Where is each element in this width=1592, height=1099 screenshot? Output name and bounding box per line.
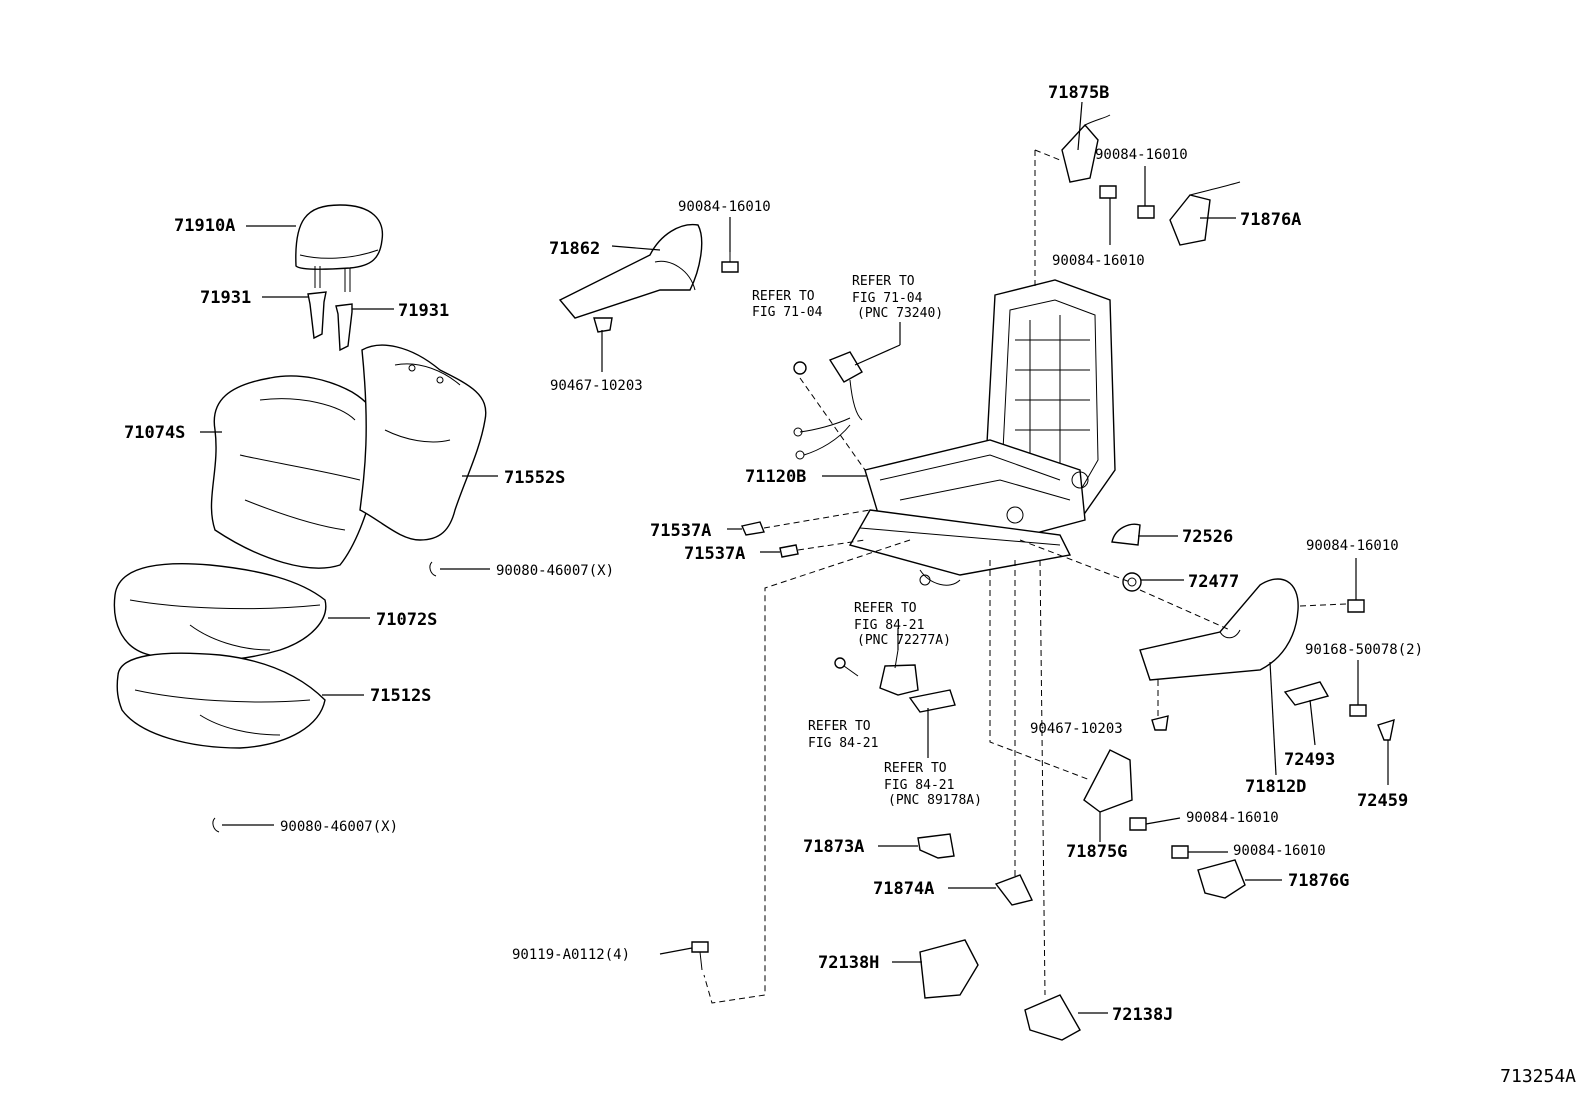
label-71537A-lower: 71537A	[684, 544, 745, 564]
hog-ring-upper-drawing	[429, 561, 437, 577]
seat-cushion-cover-drawing	[113, 563, 327, 662]
label-90119: 90119-A0112(4)	[512, 947, 630, 963]
label-72138J: 72138J	[1112, 1005, 1173, 1025]
label-72526: 72526	[1182, 527, 1233, 547]
hog-ring-lower-drawing	[212, 817, 220, 833]
assembly-lines	[703, 149, 1347, 1004]
ref2-line3: (PNC 73240)	[857, 306, 943, 321]
label-71072S: 71072S	[376, 610, 437, 630]
label-71874A: 71874A	[873, 879, 934, 899]
ref1-line1: REFER TO	[752, 289, 815, 304]
label-90084-top-center: 90084-16010	[678, 199, 771, 215]
label-71552S: 71552S	[504, 468, 565, 488]
ref5-line1: REFER TO	[884, 761, 947, 776]
bolt-90119-drawing	[691, 941, 709, 971]
label-90084-right-3: 90084-16010	[1306, 538, 1399, 554]
leader-lines	[200, 101, 1389, 1014]
label-71876G: 71876G	[1288, 871, 1349, 891]
label-71875B: 71875B	[1048, 83, 1109, 103]
label-71931-left: 71931	[200, 288, 251, 308]
ref1-line2: FIG 71-04	[752, 305, 823, 320]
side-shield-71812D-drawing	[1139, 578, 1299, 681]
label-90084-right-1: 90084-16010	[1095, 147, 1188, 163]
belt-buckle-drawing	[793, 351, 863, 460]
knob-72526-drawing	[1111, 523, 1141, 546]
label-72477: 72477	[1188, 572, 1239, 592]
clip-90467-left	[593, 317, 613, 333]
screw-upper-center	[721, 252, 739, 273]
ref5-line3: (PNC 89178A)	[888, 793, 982, 808]
label-90084-right-4: 90084-16010	[1186, 810, 1279, 826]
hinge-cover-71876A-drawing	[1169, 181, 1241, 246]
cover-72138H-drawing	[919, 939, 979, 999]
label-90080-upper: 90080-46007(X)	[496, 563, 614, 579]
label-71910A: 71910A	[174, 216, 235, 236]
cover-71537A-lower	[779, 544, 799, 558]
ref4-line2: FIG 84-21	[808, 736, 878, 751]
clip-90467-right	[1151, 715, 1169, 731]
cover-71874A-drawing	[994, 874, 1034, 906]
screw-right-lower	[1129, 817, 1189, 859]
reference-notes: REFER TO FIG 71-04 REFER TO FIG 71-04 (P…	[752, 274, 982, 808]
label-72493: 72493	[1284, 750, 1335, 770]
cover-71537A-upper	[741, 521, 765, 536]
seatback-pad-drawing	[359, 344, 487, 541]
label-71862: 71862	[549, 239, 600, 259]
label-90467-right: 90467-10203	[1030, 721, 1123, 737]
ref3-line1: REFER TO	[854, 601, 917, 616]
diagram-id: 713254A	[1500, 1066, 1576, 1087]
label-90080-lower: 90080-46007(X)	[280, 819, 398, 835]
label-72459: 72459	[1357, 791, 1408, 811]
label-71074S: 71074S	[124, 423, 185, 443]
label-72138H: 72138H	[818, 953, 879, 973]
headrest-drawing	[295, 204, 384, 292]
ref5-line2: FIG 84-21	[884, 778, 954, 793]
label-71512S: 71512S	[370, 686, 431, 706]
hinge-cover-71875G-drawing	[1083, 749, 1133, 813]
screw-right-mid	[1347, 599, 1367, 717]
lever-72493-drawing	[1283, 681, 1330, 706]
ref3-line3: (PNC 72277A)	[857, 633, 951, 648]
part-labels: 71910A 71931 71931 71074S 71552S 90080-4…	[124, 83, 1423, 1025]
label-71120B: 71120B	[745, 467, 806, 487]
knob-72477-drawing	[1122, 572, 1142, 592]
ref2-line2: FIG 71-04	[852, 291, 923, 306]
screw-right-upper	[1099, 185, 1155, 219]
label-90467-left: 90467-10203	[550, 378, 643, 394]
seat-cushion-pad-drawing	[116, 652, 326, 749]
label-90084-right-5: 90084-16010	[1233, 843, 1326, 859]
label-71812D: 71812D	[1245, 777, 1306, 797]
label-90084-right-2: 90084-16010	[1052, 253, 1145, 269]
label-71537A-upper: 71537A	[650, 521, 711, 541]
label-90168: 90168-50078(2)	[1305, 642, 1423, 658]
seatback-cover-drawing	[210, 375, 386, 569]
bolt-center	[834, 657, 859, 677]
seat-frame-drawing	[848, 279, 1116, 586]
label-71876A: 71876A	[1240, 210, 1301, 230]
ref2-line1: REFER TO	[852, 274, 915, 289]
track-bracket-center-drawing	[879, 649, 956, 713]
label-71931-right: 71931	[398, 301, 449, 321]
hinge-cover-71876G-drawing	[1197, 859, 1246, 899]
label-71875G: 71875G	[1066, 842, 1127, 862]
label-71873A: 71873A	[803, 837, 864, 857]
ref3-line2: FIG 84-21	[854, 618, 924, 633]
cover-71873A-drawing	[917, 833, 955, 859]
hinge-cover-71875B-drawing	[1061, 114, 1111, 183]
cap-72459-drawing	[1377, 718, 1395, 741]
inner-cover-71862-drawing	[558, 223, 703, 319]
ref4-line1: REFER TO	[808, 719, 871, 734]
headrest-support-left	[307, 291, 327, 340]
headrest-support-right	[335, 303, 353, 352]
cover-72138J-drawing	[1024, 994, 1081, 1041]
